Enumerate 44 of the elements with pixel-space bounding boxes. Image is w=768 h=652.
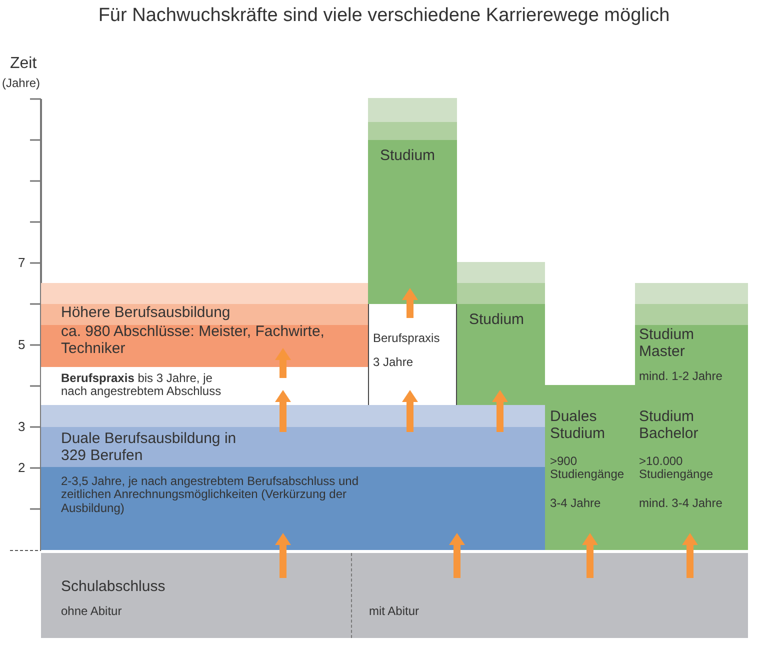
career-block — [41, 283, 368, 367]
axis-tick-label: 2 — [18, 460, 26, 475]
block-heading: Studium — [380, 148, 436, 165]
block-heading: Studium — [469, 312, 524, 329]
arrow — [402, 390, 418, 432]
block-text: 3 Jahre — [373, 356, 414, 370]
arrow — [492, 390, 508, 432]
arrow — [682, 533, 698, 578]
career-block — [635, 283, 748, 385]
block-text: ohne Abitur — [61, 605, 122, 618]
arrow — [275, 533, 291, 578]
block-text: mind. 1-2 Jahre — [639, 370, 722, 384]
axis-unit: (Jahre) — [2, 76, 40, 90]
block-heading: Duales Studium — [550, 409, 606, 443]
block-text: Berufspraxis bis 3 Jahre, je nach angestrebtem Abschluss — [61, 372, 222, 399]
block-heading: Duale Berufsausbildung in 329 Berufen — [61, 431, 238, 465]
block-text: mit Abitur — [369, 605, 420, 618]
block-heading: ca. 980 Abschlüsse: Meister, Fachwirte, Techniker — [61, 324, 326, 358]
career-block — [457, 262, 545, 405]
axis-tick-label: 7 — [18, 255, 26, 270]
axis-tick-label: 3 — [18, 419, 26, 434]
career-block — [41, 405, 545, 550]
block-heading: Studium Master — [639, 327, 696, 361]
block-text: 3-4 Jahre — [550, 497, 601, 510]
arrow — [402, 288, 418, 318]
block-heading: Schulabschluss — [61, 579, 166, 596]
arrow — [582, 533, 598, 578]
block-text: >10.000 Studiengänge — [639, 455, 714, 482]
block-text: 2-3,5 Jahre, je nach angestrebtem Berufsabschluss und zeitlichen Anrechnungsmöglichkeiten (Verkürzung der Ausbildung) — [61, 475, 360, 516]
career-block — [368, 304, 457, 405]
chart-title: Für Nachwuchskräfte sind viele verschiedene Karrierewege möglich — [97, 5, 671, 27]
axis-tick-label: 5 — [18, 337, 26, 352]
arrow — [449, 533, 465, 578]
block-text: mind. 3-4 Jahre — [639, 497, 722, 510]
block-heading: Studium Bachelor — [639, 409, 700, 443]
career-block — [545, 385, 635, 550]
block-text: Berufspraxis — [373, 332, 440, 346]
axis-title: Zeit — [10, 55, 37, 73]
block-text: >900 Studiengänge — [550, 455, 626, 482]
block-heading: Höhere Berufsausbildung — [61, 305, 230, 322]
arrow — [275, 390, 291, 432]
arrow — [275, 348, 291, 378]
career-block — [41, 553, 748, 638]
career-block — [368, 98, 457, 304]
